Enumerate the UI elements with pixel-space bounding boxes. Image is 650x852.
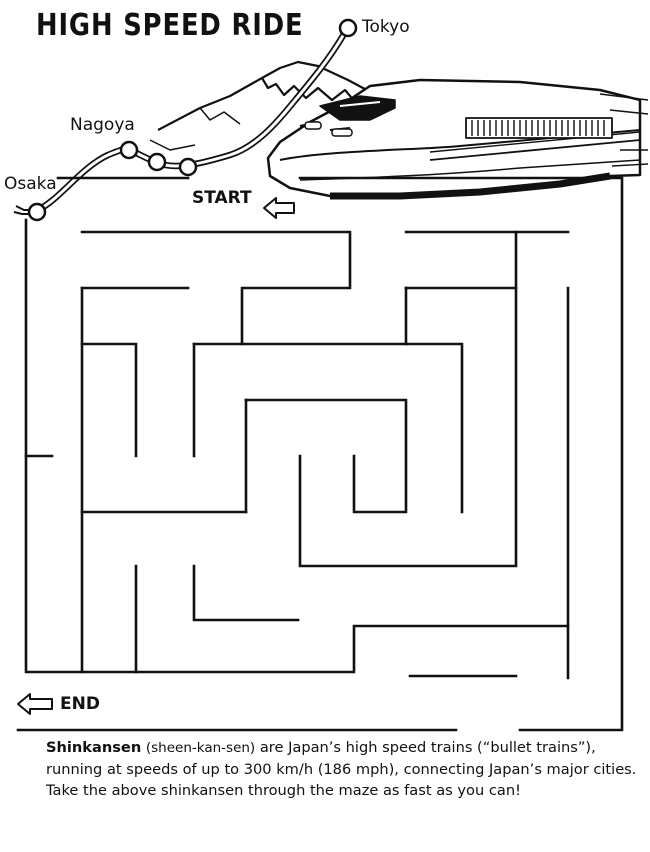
start-arrow-icon xyxy=(263,197,295,219)
description-body: are Japan’s high speed trains (“bullet t… xyxy=(46,739,637,799)
start-label: START xyxy=(192,188,252,208)
description-text: Shinkansen (sheen-kan-sen) are Japan’s h… xyxy=(46,737,646,801)
city-label-tokyo: Tokyo xyxy=(362,17,410,37)
station-markers xyxy=(27,18,358,222)
description-term: Shinkansen xyxy=(46,739,142,756)
end-label: END xyxy=(60,694,100,714)
station-tokyo-icon xyxy=(338,18,358,38)
station-osaka-icon xyxy=(27,202,47,222)
page-title: High Speed Ride xyxy=(36,8,304,43)
station-nagoya-icon xyxy=(119,140,139,160)
city-label-nagoya: Nagoya xyxy=(70,115,135,135)
bullet-train-illustration xyxy=(266,78,649,200)
city-label-osaka: Osaka xyxy=(4,174,57,194)
railway-line xyxy=(13,30,348,215)
maze-walls xyxy=(16,176,624,732)
station-stop-icon xyxy=(178,157,198,177)
mountain-illustration xyxy=(149,60,396,151)
description-pronunciation: (sheen-kan-sen) xyxy=(145,740,256,756)
end-arrow-icon xyxy=(17,693,53,715)
station-stop-icon xyxy=(147,152,167,172)
